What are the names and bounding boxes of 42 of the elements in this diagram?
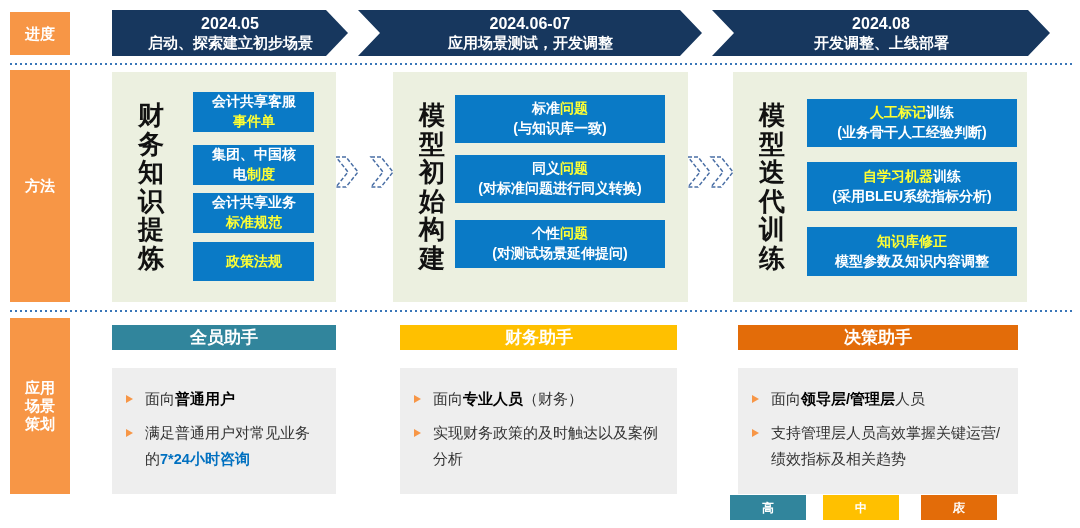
assistant-header: 财务助手 — [400, 325, 677, 350]
legend-key: 中 — [823, 495, 899, 520]
panel-title: 模型迭代训练 — [759, 101, 785, 273]
chevron-arrow — [686, 156, 734, 188]
method-box: 人工标记训练 (业务骨干人工经验判断) — [807, 99, 1017, 147]
method-panel — [733, 72, 1027, 302]
method-panel — [393, 72, 688, 302]
bullet-text: 面向领导层/管理层人员 — [771, 390, 926, 409]
legend-key: 高 — [730, 495, 806, 520]
phase-title: 开发调整、上线部署 — [813, 33, 949, 53]
method-box: 政策法规 — [193, 242, 314, 281]
chevron-arrow — [334, 156, 394, 188]
assistant-header: 全员助手 — [112, 325, 336, 350]
bullet-text: 满足普通用户对常见业务的7*24小时咨询 — [145, 424, 311, 469]
method-box: 知识库修正 模型参数及知识内容调整 — [807, 227, 1017, 276]
bullet-text: 支持管理层人员高效掌握关键运营/绩效指标及相关趋势 — [771, 424, 1002, 469]
legend-key: 庡 — [921, 495, 997, 520]
panel-title: 财务知识提炼 — [138, 101, 164, 273]
description-card — [738, 368, 1018, 494]
phase-date: 2024.08 — [852, 13, 910, 34]
stage-label: 应用场景策划 — [10, 318, 70, 494]
assistant-header: 决策助手 — [738, 325, 1018, 350]
method-box: 集团、中国核电制度 — [193, 145, 314, 185]
description-card — [400, 368, 677, 494]
method-panel — [112, 72, 336, 302]
description-card — [112, 368, 336, 494]
bullet-text: 面向普通用户 — [145, 390, 235, 409]
method-box: 标准问题 (与知识库一致) — [455, 95, 665, 143]
phase-title: 应用场景测试，开发调整 — [447, 33, 613, 53]
method-box: 会计共享客服事件单 — [193, 92, 314, 132]
stage-label: 方法 — [10, 70, 70, 302]
phase-title: 启动、探索建立初步场景 — [147, 33, 313, 53]
method-box: 会计共享业务标准规范 — [193, 193, 314, 233]
bullet-text: 面向专业人员（财务） — [433, 390, 583, 409]
stage-label: 进度 — [10, 12, 70, 55]
panel-title: 模型初始构建 — [419, 101, 445, 273]
phase-date: 2024.05 — [201, 13, 259, 34]
method-box: 自学习机器训练 (采用BLEU系统指标分析) — [807, 162, 1017, 211]
method-box: 个性问题 (对测试场景延伸提问) — [455, 220, 665, 268]
phase-date: 2024.06-07 — [489, 13, 571, 34]
bullet-text: 实现财务政策的及时触达以及案例分析 — [433, 424, 659, 469]
method-box: 同义问题 (对标准问题进行同义转换) — [455, 155, 665, 203]
